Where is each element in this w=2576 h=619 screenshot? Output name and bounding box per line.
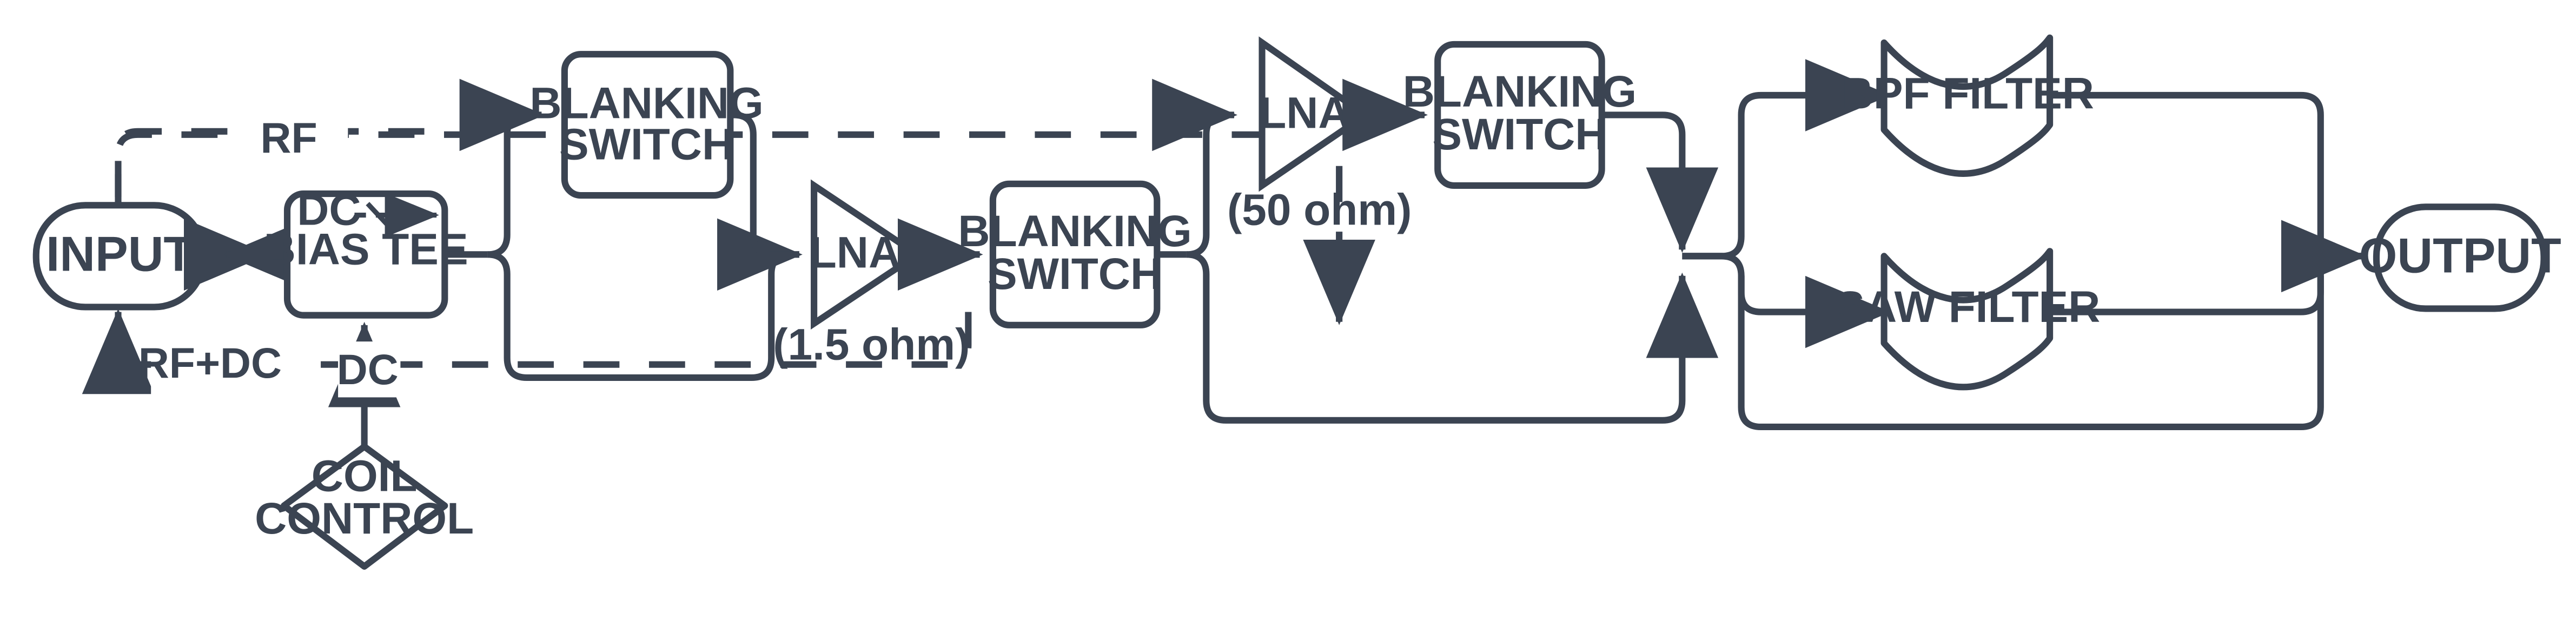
bpf-filter-shape (1880, 34, 2054, 177)
blanking-switch-1-label-2: SWITCH (559, 120, 734, 169)
node-input[interactable]: INPUT (32, 202, 207, 311)
edge-label-rf-plus-dc: RF+DC (138, 339, 282, 387)
dc-label-backing (338, 341, 401, 398)
output-shape (2373, 203, 2547, 312)
edge-biastee-to-blanking1 (445, 78, 803, 381)
edge-rf-plus-dc-dashed: RF+DC (82, 308, 972, 399)
saw-filter-shape (1880, 248, 2054, 391)
edge-filters-to-output (2050, 91, 2367, 315)
edge-blanking1-to-lna1 (730, 111, 799, 258)
node-output[interactable]: OUTPUT (2359, 203, 2561, 312)
coil-control-label-1: COIL (312, 451, 418, 501)
coil-control-label-2: CONTROL (255, 494, 474, 543)
lna-1-shape (811, 179, 924, 330)
blanking-switch-2-label-2: SWITCH (988, 249, 1162, 299)
output-label: OUTPUT (2359, 229, 2561, 284)
edge-blanking2-split (1152, 78, 1719, 424)
node-blanking-switch-1[interactable]: BLANKING SWITCH (529, 51, 764, 199)
dc-switch-arrow-icon (354, 193, 439, 238)
node-blanking-switch-2[interactable]: BLANKING SWITCH (958, 180, 1192, 328)
lna-1-label: LNA (810, 228, 900, 278)
blanking-switch-3-label-1: BLANKING (1403, 67, 1637, 116)
edge-label-rf: RF (260, 114, 317, 162)
edge-dc: DC (328, 321, 401, 447)
node-coil-control[interactable]: COIL CONTROL (255, 443, 474, 570)
lna-2-label: LNA (1259, 89, 1350, 138)
lna-2-sublabel: (50 ohm) (1227, 186, 1412, 235)
blanking-switch-3-label-2: SWITCH (1432, 110, 1607, 159)
edge-blanking3-to-merge (1601, 111, 1719, 253)
node-lna-1[interactable]: LNA (1.5 ohm) (773, 179, 970, 370)
node-bias-tee[interactable]: BIAS TEE DC (264, 186, 468, 319)
saw-filter-label: SAW FILTER (1835, 282, 2100, 332)
bias-tee-label: BIAS TEE (264, 225, 468, 274)
node-bpf-filter[interactable]: BPF FILTER (1842, 34, 2094, 177)
node-blanking-switch-3[interactable]: BLANKING SWITCH (1403, 41, 1637, 189)
node-lna-2[interactable]: LNA (50 ohm) (1227, 36, 1412, 235)
rf-label-backing (229, 98, 348, 168)
bias-tee-dc-label: DC (297, 186, 361, 235)
input-label: INPUT (46, 227, 194, 282)
coil-control-shape (280, 443, 448, 570)
lna-2-shape (1259, 36, 1372, 192)
blanking-switch-2-label-1: BLANKING (958, 207, 1191, 256)
blanking-switch-1-shape (561, 51, 734, 199)
edge-label-dc: DC (337, 346, 399, 393)
rfdc-label-backing (151, 333, 315, 399)
lna-1-sublabel: (1.5 ohm) (773, 320, 970, 370)
node-saw-filter[interactable]: SAW FILTER (1835, 248, 2100, 391)
blanking-switch-1-label-1: BLANKING (529, 78, 763, 128)
